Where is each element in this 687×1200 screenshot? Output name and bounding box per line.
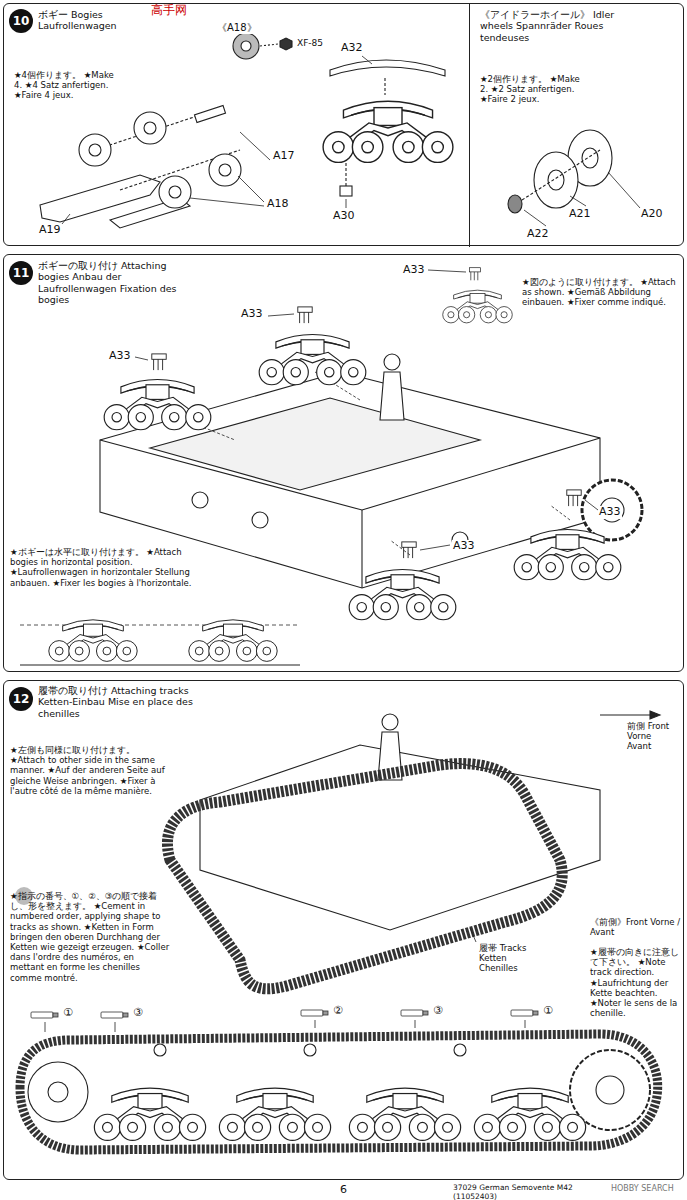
watermark: 高手网 xyxy=(150,4,188,18)
paint-code: XF-85 xyxy=(296,38,324,48)
part-number: A20 xyxy=(640,208,664,221)
part-number: A18 xyxy=(266,198,290,211)
step-note: ★指示の番号、①、②、③の順で接着し、形を整えます。 ★Cement in nu… xyxy=(10,891,170,983)
step-number: 10 xyxy=(9,9,33,33)
callout-number: ③ xyxy=(432,1005,444,1018)
step-number-text: 11 xyxy=(13,266,30,280)
step-number-text: 12 xyxy=(13,692,30,706)
step-number-text: 10 xyxy=(13,14,30,28)
page-number: 6 xyxy=(339,1184,348,1197)
step-panel: ボギーの取り付け Attaching bogies Anbau der Lauf… xyxy=(3,254,684,672)
part-number: A30 xyxy=(332,210,356,223)
part-number: A33 xyxy=(598,506,622,519)
step-number: 12 xyxy=(9,687,33,711)
step-note: ★ボギーは水平に取り付けます。 ★Attach bogies in horizo… xyxy=(10,547,200,588)
step-note: ★左側も同様に取り付けます。 ★Attach to other side in … xyxy=(10,745,170,796)
step-heading: 履帯の取り付け Attaching tracks Ketten-Einbau M… xyxy=(38,685,208,719)
callout-number: ① xyxy=(542,1005,554,1018)
step-note: ★4個作ります。 ★Make 4. ★4 Satz anfertigen. ★F… xyxy=(14,70,114,101)
step-heading: ボギー Bogies Laufrollenwagen xyxy=(38,9,148,32)
callout-number: ③ xyxy=(132,1007,144,1020)
step-heading: ボギーの取り付け Attaching bogies Anbau der Lauf… xyxy=(38,260,198,306)
callout-number: ① xyxy=(62,1007,74,1020)
callout-number: ② xyxy=(332,1005,344,1018)
step-note: ★2個作ります。 ★Make 2. ★2 Satz anfertigen. ★F… xyxy=(480,74,590,105)
step-note: ★図のように取り付けます。 ★Attach as shown. ★Gemäß A… xyxy=(522,277,682,308)
part-name: 履帯 Tracks Ketten Chenilles xyxy=(478,944,540,973)
step-panel: 履帯の取り付け Attaching tracks Ketten-Einbau M… xyxy=(3,680,684,1180)
part-number: A19 xyxy=(38,224,62,237)
part-number: A33 xyxy=(240,308,264,321)
part-number: A33 xyxy=(452,540,476,553)
part-number: A22 xyxy=(526,228,550,241)
direction-label: 前側 Front Vorne Avant xyxy=(626,722,674,751)
watermark: HOBBY SEARCH xyxy=(610,1184,684,1193)
part-number: A33 xyxy=(108,350,132,363)
part-number: A21 xyxy=(568,208,592,221)
step-heading: 《アイドラーホイール》 Idler wheels Spannräder Roue… xyxy=(480,9,630,43)
kit-number: 37029 German Semovente M42 (11052403) xyxy=(452,1184,604,1200)
step-note: ★履帯の向きに注意して下さい。 ★Note track direction. ★… xyxy=(590,947,682,1018)
part-number: 《A18》 xyxy=(216,22,258,34)
step-number: 11 xyxy=(9,261,33,285)
part-number: A17 xyxy=(272,150,296,163)
step-note: 《前側》Front Vorne / Avant xyxy=(590,917,682,937)
part-number: A32 xyxy=(340,42,364,55)
part-number: A33 xyxy=(402,264,426,277)
